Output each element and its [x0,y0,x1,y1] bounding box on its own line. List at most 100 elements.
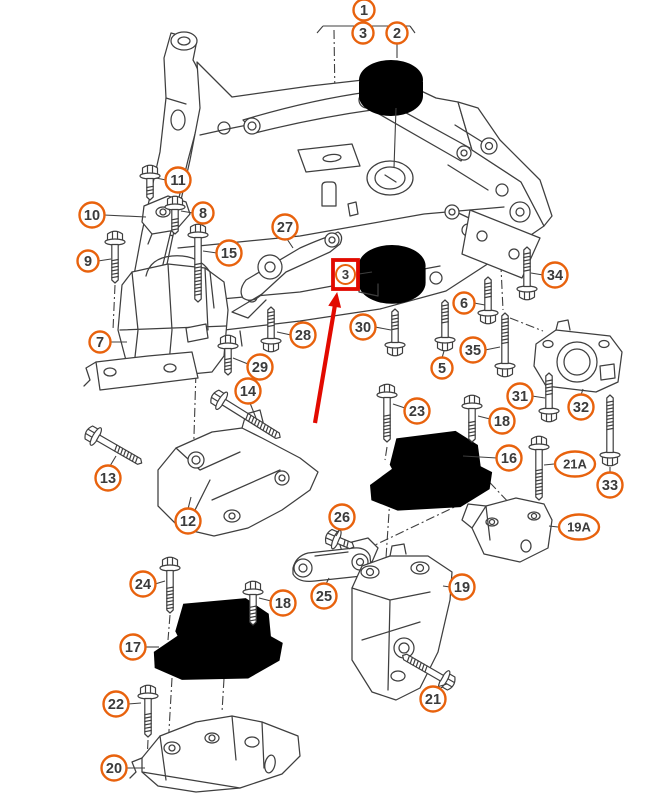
highlight-arrowhead [328,292,342,308]
callout-15[interactable]: 15 [215,239,243,267]
callout-label: 2 [393,26,401,42]
callout-label: 9 [84,254,92,270]
highlighted-callout-label: 3 [342,267,349,282]
engine-mount-part-7 [83,255,229,391]
callout-label: 18 [494,414,510,430]
callout-label: 27 [277,220,293,236]
callout-leader [180,210,194,214]
callout-16[interactable]: 16 [495,444,523,472]
dash-dot-line [112,284,116,331]
callout-19A[interactable]: 19A [557,513,601,541]
callout-3[interactable]: 3 [351,21,375,45]
callout-2[interactable]: 2 [385,21,409,45]
callout-leader [103,214,147,218]
callout-12[interactable]: 12 [174,507,202,535]
callout-leader [392,403,406,409]
bolt-icon [599,394,621,467]
callout-leader [530,272,544,276]
callout-leader [484,346,501,351]
callout-28[interactable]: 28 [289,321,317,349]
bolt-icon [242,580,264,626]
bracket-line [393,107,397,169]
callout-31[interactable]: 31 [506,382,534,410]
callout-34[interactable]: 34 [541,261,569,289]
pendulum-support-part-27 [231,231,343,319]
callout-label: 24 [135,577,151,593]
callout-24[interactable]: 24 [129,570,157,598]
highlighted-callout-3[interactable] [335,264,356,285]
callout-21A[interactable]: 21A [553,450,597,478]
bracket-line [316,25,324,34]
callout-label: 11 [170,173,185,189]
callout-leader [531,395,546,399]
callout-label: 17 [125,640,141,656]
callout-18[interactable]: 18 [488,407,516,435]
dash-dot-line [385,496,391,559]
stop-bracket-part-19A [461,497,553,563]
callout-leader [249,402,257,419]
dash-dot-line [167,614,171,641]
callout-leader [548,525,559,528]
bolt-icon [104,230,126,284]
callout-label: 35 [465,343,481,359]
bolt-icon [384,308,406,357]
bracket-line [409,25,416,34]
callout-label: 6 [460,296,468,312]
callout-21[interactable]: 21 [419,685,447,713]
callout-14[interactable]: 14 [234,377,262,405]
callout-17[interactable]: 17 [119,633,147,661]
callout-20[interactable]: 20 [100,754,128,782]
bonded-mount-bottom [358,245,426,304]
callout-1[interactable]: 1 [352,0,376,22]
callout-leader [232,357,249,365]
callout-leader [473,302,486,306]
bolt-icon [538,372,560,423]
bracket-line [358,271,373,275]
callout-label: 23 [409,404,425,420]
callout-13[interactable]: 13 [94,464,122,492]
callout-33[interactable]: 33 [596,471,624,499]
callout-29[interactable]: 29 [246,353,274,381]
callout-label: 10 [84,208,100,224]
callout-9[interactable]: 9 [76,249,100,273]
callout-11[interactable]: 11 [164,166,192,194]
callout-32[interactable]: 32 [567,393,595,421]
callout-label: 1 [360,3,368,19]
callout-label: 22 [108,697,124,713]
callout-label: 31 [512,389,528,405]
callout-leader [286,238,294,249]
callout-label: 19A [567,520,591,535]
callout-23[interactable]: 23 [403,397,431,425]
callout-25[interactable]: 25 [310,582,338,610]
callout-leader [462,455,498,459]
callout-label: 21 [425,692,441,708]
bolt-icon [210,389,281,440]
callout-7[interactable]: 7 [88,330,112,354]
callout-label: 32 [573,400,589,416]
callout-30[interactable]: 30 [349,313,377,341]
callout-19[interactable]: 19 [448,573,476,601]
callout-10[interactable]: 10 [78,201,106,229]
bolt-icon [159,556,181,614]
dash-dot-line [192,305,199,469]
callout-8[interactable]: 8 [191,201,215,225]
callout-leader [127,702,142,705]
callout-leader [477,415,491,420]
callout-6[interactable]: 6 [452,291,476,315]
callout-leader [187,496,192,510]
dash-dot-line [499,245,504,311]
callout-18[interactable]: 18 [269,589,297,617]
bolt-icon [217,334,239,376]
callout-22[interactable]: 22 [102,690,130,718]
callout-label: 15 [221,246,237,262]
callout-leader [436,683,448,688]
callout-label: 3 [359,26,367,42]
callout-27[interactable]: 27 [271,213,299,241]
callout-5[interactable]: 5 [430,356,454,380]
callout-26[interactable]: 26 [328,503,356,531]
callout-35[interactable]: 35 [459,336,487,364]
callout-label: 30 [355,320,371,336]
